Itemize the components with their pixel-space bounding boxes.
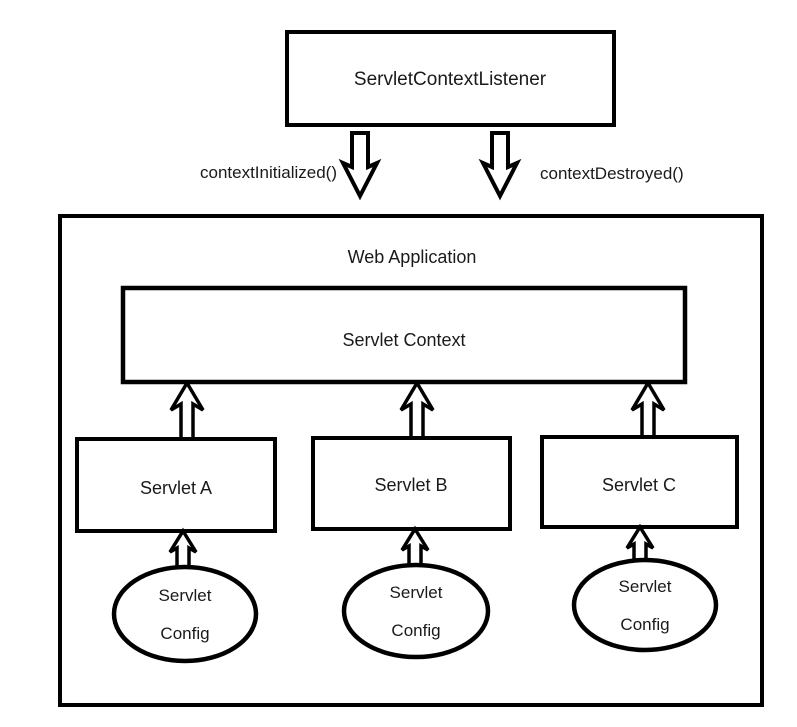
servlet-config-b-ellipse [341, 562, 491, 660]
servlet-a-box [75, 437, 277, 533]
servlet-b-box [311, 436, 512, 531]
web-application-container: Web Application Servlet Context Servlet … [58, 214, 764, 707]
servlet-config-a-ellipse [111, 564, 259, 664]
servlet-config-c-line1: Servlet [619, 577, 672, 596]
context-destroyed-label: contextDestroyed() [540, 164, 684, 183]
servlet-context-listener-box [285, 30, 616, 127]
lifecycle-arrows: contextInitialized() contextDestroyed() [200, 131, 684, 201]
servlet-context-label: Servlet Context [342, 330, 465, 350]
servlet-config-b-line1: Servlet [390, 583, 443, 602]
servlet-context-listener-label: ServletContextListener [354, 69, 547, 90]
servlet-config-a-line2: Config [160, 624, 209, 643]
servlet-config-c-line2: Config [620, 615, 669, 634]
context-initialized-arrow-icon [338, 131, 382, 201]
servlet-context-box [120, 285, 688, 385]
servlet-a-label: Servlet A [140, 478, 212, 498]
servlet-config-a-line1: Servlet [159, 586, 212, 605]
web-application-title: Web Application [348, 247, 477, 267]
servlet-c-box [540, 435, 739, 529]
servlet-config-c-ellipse [571, 557, 719, 653]
servlet-config-b-line2: Config [391, 621, 440, 640]
servlet-c-label: Servlet C [602, 475, 676, 495]
context-initialized-label: contextInitialized() [200, 163, 337, 182]
context-destroyed-arrow-icon [478, 131, 522, 201]
servlet-context-listener-node: ServletContextListener [285, 30, 616, 127]
servlet-b-label: Servlet B [374, 475, 447, 495]
